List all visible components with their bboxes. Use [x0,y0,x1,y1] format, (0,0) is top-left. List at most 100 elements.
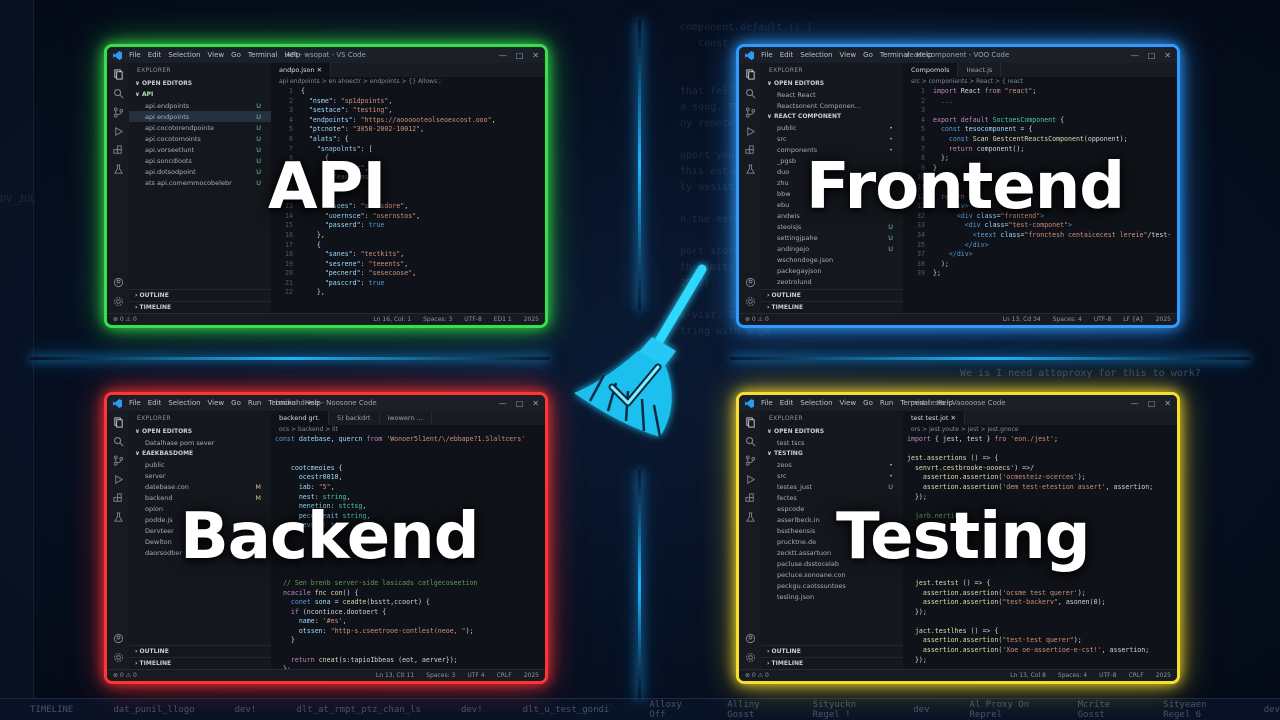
file-item[interactable]: andwis [761,210,903,221]
file-item[interactable]: server [129,470,271,481]
api-window-controls[interactable]: — □ ✕ [499,51,539,60]
search-icon[interactable] [113,88,124,99]
editor-tab[interactable]: Ireact.js [958,63,1002,77]
footer-section-timeline[interactable]: › TIMELINE [129,301,271,313]
file-item[interactable]: zeos• [761,459,903,470]
source-control-icon[interactable] [745,455,756,466]
status-item[interactable]: UTF-8 [1099,672,1117,679]
close-icon[interactable]: ✕ [532,398,539,408]
explorer-icon[interactable] [113,417,124,428]
settings-gear-icon[interactable] [745,296,756,307]
explorer-icon[interactable] [113,69,124,80]
breadcrumb[interactable]: ocs > backend > lit [279,426,338,433]
close-icon[interactable]: ✕ [532,50,539,60]
account-icon[interactable] [745,277,756,288]
menu-item-view[interactable]: View [207,51,225,59]
status-item[interactable]: Al Proxy On Reprel [969,699,1030,720]
breadcrumb[interactable]: api endpoints > en ahoectr > endpoints >… [279,78,442,85]
status-item[interactable]: Spaces: 4 [1052,316,1082,323]
open-editor-item[interactable]: test tscs [761,437,903,448]
file-item[interactable]: public [129,459,271,470]
file-item[interactable]: duo [761,166,903,177]
file-item[interactable]: src• [761,133,903,144]
file-item[interactable]: pacluse.dsstocelab [761,558,903,569]
status-item[interactable]: Ln 13, Cd 34 [1002,316,1041,323]
status-item[interactable]: Alloxy Off [649,699,682,720]
settings-gear-icon[interactable] [113,296,124,307]
close-icon[interactable]: ✕ [1164,50,1171,60]
status-item[interactable]: 2025 [1155,672,1171,679]
status-item[interactable]: UTF-8 [1093,316,1112,323]
file-item[interactable]: fectes [761,492,903,503]
file-item[interactable]: src• [761,470,903,481]
status-item[interactable]: ED1 1 [493,316,512,323]
tab-test-file[interactable]: test test.jot ✕ [903,411,965,425]
extensions-icon[interactable] [112,493,124,504]
file-item[interactable]: asserlbeck.in [761,514,903,525]
menu-item-selection[interactable]: Selection [800,399,833,407]
footer-section-outline[interactable]: › OUTLINE [761,289,903,301]
tab-api-json[interactable]: andpo.json ✕ [271,63,332,77]
explorer-icon[interactable] [745,69,756,80]
source-control-icon[interactable] [113,107,124,118]
breadcrumb[interactable]: ors > jest.youte > jest > jest.gnoce [911,426,1019,433]
file-item[interactable]: packegayjson [761,265,903,276]
account-icon[interactable] [745,633,756,644]
status-item[interactable]: dev! [460,704,483,715]
minimize-icon[interactable]: — [498,50,507,60]
status-item[interactable]: dlt_at_rmpt_ptz_chan_ls [296,704,421,715]
testing-window-controls[interactable]: — □ ✕ [1131,399,1171,408]
open-editor-item[interactable]: Reactsonent Componen... [761,100,903,111]
editor-tab[interactable]: iwowern ... [380,411,432,425]
testing-flask-icon[interactable] [113,512,124,523]
open-editors-section[interactable]: ∨ OPEN EDITORS [135,428,193,435]
status-item[interactable]: LF {A} [1123,316,1144,323]
problems-indicator[interactable]: ⊗ 0 ⚠ 0 [113,316,137,323]
close-icon[interactable]: ✕ [1164,398,1171,408]
testing-editor[interactable]: test test.jot ✕ ors > jest.youte > jest … [903,411,1177,669]
testing-flask-icon[interactable] [113,164,124,175]
api-editor[interactable]: andpo.json ✕ api endpoints > en ahoectr … [271,63,545,313]
api-code[interactable]: 1{ 2 "nsme": "sp1dpoints", 3 "sestace": … [285,87,496,297]
menu-item-help[interactable]: Help [304,399,321,407]
menu-item-edit[interactable]: Edit [147,399,162,407]
file-item[interactable]: tesling.json [761,591,903,602]
search-icon[interactable] [745,88,756,99]
menu-item-selection[interactable]: Selection [168,399,201,407]
file-item[interactable]: Dewlton [129,536,271,547]
editor-tab[interactable]: backend grt. [271,411,329,425]
status-item[interactable]: CRLF [496,672,512,679]
status-item[interactable]: Spaces: 4 [1057,672,1088,679]
status-item[interactable]: 2025 [523,672,539,679]
file-item[interactable]: bbw [761,188,903,199]
menu-item-help[interactable]: Help [916,51,933,59]
menu-item-terminal[interactable]: Terminal [247,51,278,59]
problems-indicator[interactable]: ⊗ 0 ⚠ 0 [745,672,769,679]
status-item[interactable]: 2025 [1155,316,1171,323]
run-debug-icon[interactable] [113,474,124,485]
footer-section-outline[interactable]: › OUTLINE [129,289,271,301]
file-item[interactable]: prucktne.de [761,536,903,547]
status-item[interactable]: Spaces: 3 [426,672,456,679]
maximize-icon[interactable]: □ [515,398,524,408]
editor-tab[interactable]: Compomols [903,63,959,77]
settings-gear-icon[interactable] [113,652,124,663]
file-item[interactable]: Dervteer [129,525,271,536]
file-item[interactable]: podde.js [129,514,271,525]
file-item[interactable]: zeotrolund [761,276,903,287]
status-item[interactable]: TIMELINE [30,704,74,715]
